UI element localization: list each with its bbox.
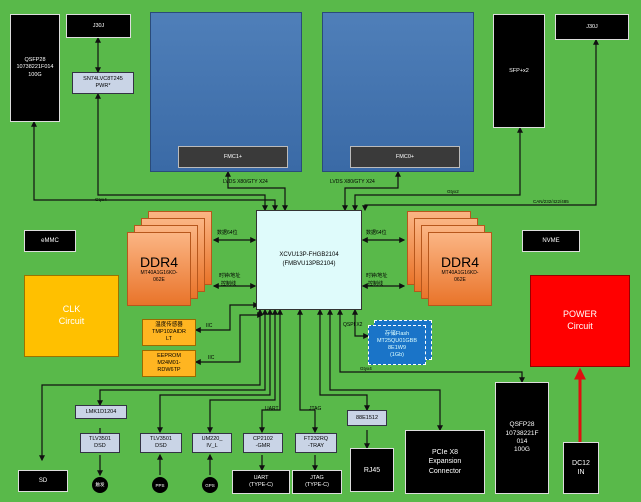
gps-label: GPS <box>205 482 215 488</box>
j30j-right-label: J30J <box>586 24 598 30</box>
ddr4-left-part: MT40A1G16KD- 062E <box>140 270 178 283</box>
ft232-block: FT232RQ -TRAY <box>295 433 337 453</box>
j30j-left-label: J30J <box>92 23 105 29</box>
um220-label: UM220_ IV_L <box>201 436 223 449</box>
lmk-clock-buffer: LMK1D1204 <box>75 405 127 419</box>
rj45-label: RJ45 <box>363 466 381 474</box>
pcie-label: PCIe X8 Expansion Connector <box>428 449 462 475</box>
clk-circuit-block: CLK Circuit <box>24 275 119 357</box>
ddr4-left-chip: DDR4 MT40A1G16KD- 062E <box>127 232 191 306</box>
j30j-right-connector: J30J <box>555 14 629 40</box>
trigger-label: 触发 <box>95 482 105 487</box>
fmc0-connector <box>322 12 474 172</box>
um220-block: UM220_ IV_L <box>192 433 232 453</box>
tlv3501-left-label: TLV3501 DSD <box>89 436 111 449</box>
rj45-connector: RJ45 <box>350 448 394 492</box>
ddr4-right-title: DDR4 <box>440 254 480 270</box>
ctrl-left-label-2: 控制线 <box>221 281 237 287</box>
fmc0-label: FMC0+ <box>395 154 415 160</box>
jtag-line-label: JTAG <box>309 406 322 412</box>
ethernet-phy-label: 88E1512 <box>355 414 379 421</box>
nvme-block: NVME <box>522 230 580 252</box>
j30j-left-connector: J30J <box>66 14 131 38</box>
jtag-typec-label: JTAG (TYPE-C) <box>305 474 329 488</box>
jtag-typec-connector: JTAG (TYPE-C) <box>292 470 342 494</box>
power-circuit-label: POWER Circuit <box>562 309 597 331</box>
ft232-label: FT232RQ -TRAY <box>303 436 329 449</box>
fmc1-connector <box>150 12 302 172</box>
qsfp28-right-label: QSFP28 10738221F 014 100G <box>505 421 539 454</box>
pps-label: PPS <box>155 482 165 488</box>
ctrl-left-label-1: 时钟/地址 <box>219 273 241 279</box>
fmc1-label: FMC1+ <box>223 154 243 160</box>
fpga-label: XCVU13P-FHGB2104 (FMBVU13PB2104) <box>279 252 339 267</box>
ctrl-right-label-2: 控制线 <box>368 281 384 287</box>
sfp-label: SFP+x2 <box>509 68 529 74</box>
trigger-connector: 触发 <box>92 477 108 493</box>
lmk-label: LMK1D1204 <box>85 408 117 415</box>
ddr4-right-chip: DDR4 MT40A1G16KD- 062E <box>428 232 492 306</box>
flash-label: 存储Flash MT25QU01GBB 8E1W9 (1Gb) <box>376 330 418 359</box>
qsfp28-right-module: QSFP28 10738221F 014 100G <box>495 382 549 494</box>
cp2102-label: CP2102 -GMR <box>253 436 273 449</box>
uart-typec-label: UART (TYPE-C) <box>249 474 273 488</box>
data64-left-label: 数据64位 <box>217 230 238 236</box>
lvds-right-label: LVDS X80/GTY X24 <box>330 179 375 185</box>
fmc1-header: FMC1+ <box>178 146 288 168</box>
power-circuit-block: POWER Circuit <box>530 275 630 367</box>
emmc-label: eMMC <box>41 238 59 244</box>
dc12-label: DC12 IN <box>572 459 590 476</box>
level-shifter-label: SN74LVC8T245 PWR* <box>83 76 123 89</box>
nvme-label: NVME <box>542 238 560 244</box>
gtyx4-left-label: Gtyx4 <box>95 197 107 202</box>
iic-label-1: IIC <box>206 323 213 329</box>
clk-circuit-label: CLK Circuit <box>58 304 85 326</box>
iic-label-2: IIC <box>208 355 215 361</box>
flash-chip: 存储Flash MT25QU01GBB 8E1W9 (1Gb) <box>368 325 426 365</box>
uart-line-label: UART <box>265 406 279 412</box>
emmc-block: eMMC <box>24 230 76 252</box>
pcie-expansion-connector: PCIe X8 Expansion Connector <box>405 430 485 494</box>
tlv3501-left-block: TLV3501 DSD <box>80 433 120 453</box>
eeprom-label: EEPROM M24M01- RDW6TP <box>157 352 181 374</box>
qsfp28-left-module: QSFP28 10738221F014 100G <box>10 14 60 122</box>
ethernet-phy-block: 88E1512 <box>347 410 387 426</box>
pps-connector: PPS <box>152 477 168 493</box>
qspi-label: QSPI X2 <box>343 322 363 328</box>
fmc0-header: FMC0+ <box>350 146 460 168</box>
ddr4-left-title: DDR4 <box>139 254 179 270</box>
sd-card-slot: SD <box>18 470 68 492</box>
tlv3501-mid-block: TLV3501 DSD <box>140 433 182 453</box>
cp2102-block: CP2102 -GMR <box>243 433 283 453</box>
tlv3501-mid-label: TLV3501 DSD <box>150 436 172 449</box>
gtyx2-label: Gtyx2 <box>447 189 459 194</box>
dc12-input-connector: DC12 IN <box>563 442 599 494</box>
lvds-left-label: LVDS X80/GTY X24 <box>223 179 268 185</box>
qsfp28-left-label: QSFP28 10738221F014 100G <box>16 57 54 78</box>
sd-label: SD <box>38 478 48 484</box>
gps-connector: GPS <box>202 477 218 493</box>
eeprom-block: EEPROM M24M01- RDW6TP <box>142 350 196 377</box>
temp-sensor-label: 温度传感器 TMP102AIDR LT <box>152 321 186 343</box>
temp-sensor-block: 温度传感器 TMP102AIDR LT <box>142 319 196 346</box>
fpga-chip: XCVU13P-FHGB2104 (FMBVU13PB2104) <box>256 210 362 310</box>
level-shifter-block: SN74LVC8T245 PWR* <box>72 72 134 94</box>
data64-right-label: 数据64位 <box>366 230 387 236</box>
ctrl-right-label-1: 时钟/地址 <box>366 273 388 279</box>
ddr4-right-part: MT40A1G16KD- 062E <box>441 270 479 283</box>
can-label: CAN/232/422/485 <box>533 199 569 204</box>
sfp-module: SFP+x2 <box>493 14 545 128</box>
uart-typec-connector: UART (TYPE-C) <box>232 470 290 494</box>
gtyx4-right-label: Gtyx4 <box>360 366 372 371</box>
